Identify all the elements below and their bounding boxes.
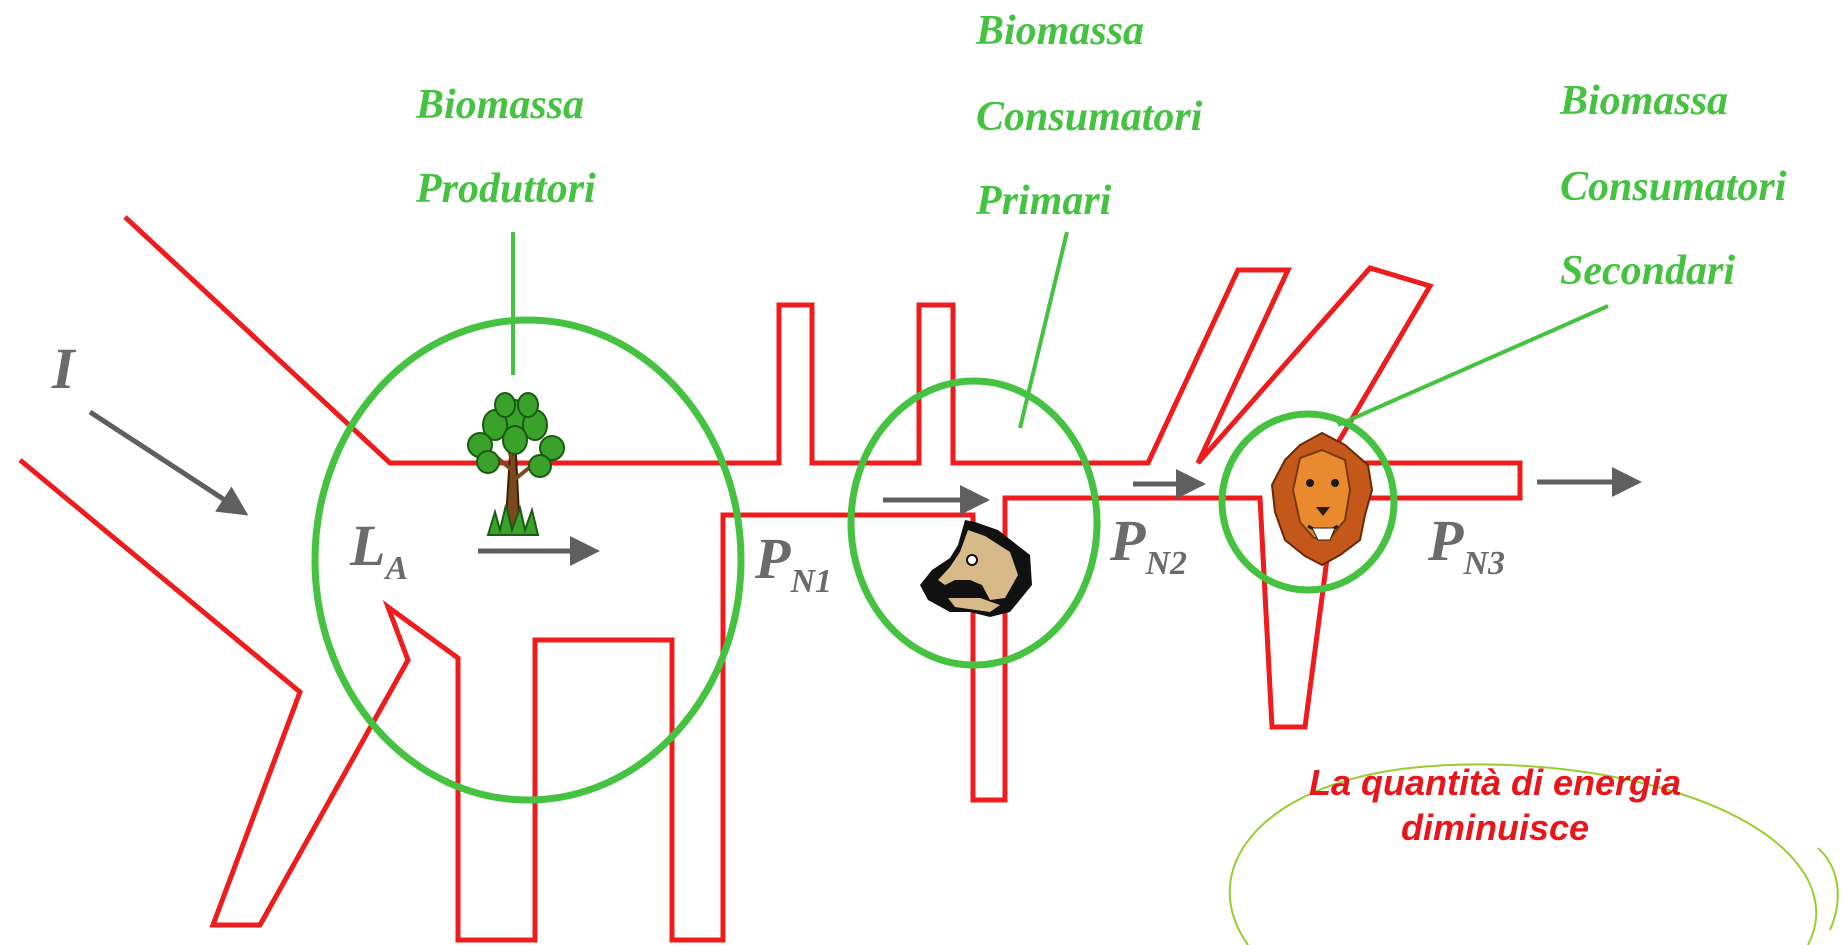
secondary-secondari-label: Secondari [1560,248,1736,294]
producers-biomassa-label: Biomassa [416,82,585,128]
pn3-label: PN3 [1428,508,1505,582]
primary-biomassa-label: Biomassa [976,8,1145,54]
callout-outline [1228,763,1818,945]
flow-arrows [88,409,1642,566]
lion-head-icon [1270,431,1374,567]
pn2-label: PN2 [1110,508,1187,582]
leader-lines [511,231,1609,429]
callout-tail [1817,847,1839,931]
pipe-upper-outline [18,215,1523,943]
secondary-biomassa-label: Biomassa [1560,78,1729,124]
primary-consumers-circle [847,377,1101,669]
secondary-consumatori-label: Consumatori [1560,164,1787,210]
primary-primari-label: Primari [976,178,1112,224]
energy-pipe [18,215,1523,943]
callout-line-1: La quantità di energia [1308,762,1682,803]
tree-icon [467,392,565,536]
secondary-consumers-circle [1218,410,1398,594]
callout-text: La quantità di energia diminuisce [1235,760,1755,850]
horse-head-icon [920,520,1032,620]
leader-secondary [1337,304,1609,427]
input-arrow [88,409,249,516]
primary-consumatori-label: Consumatori [976,94,1203,140]
producers-circle [311,316,745,804]
pn1-label: PN1 [755,526,832,600]
callout-line-2: diminuisce [1400,807,1590,848]
biomass-circles [311,316,1398,804]
producers-produttori-label: Produttori [416,166,596,212]
la-label: LA [350,513,409,587]
callout-bubble [1228,763,1839,945]
input-label: I [52,336,75,401]
